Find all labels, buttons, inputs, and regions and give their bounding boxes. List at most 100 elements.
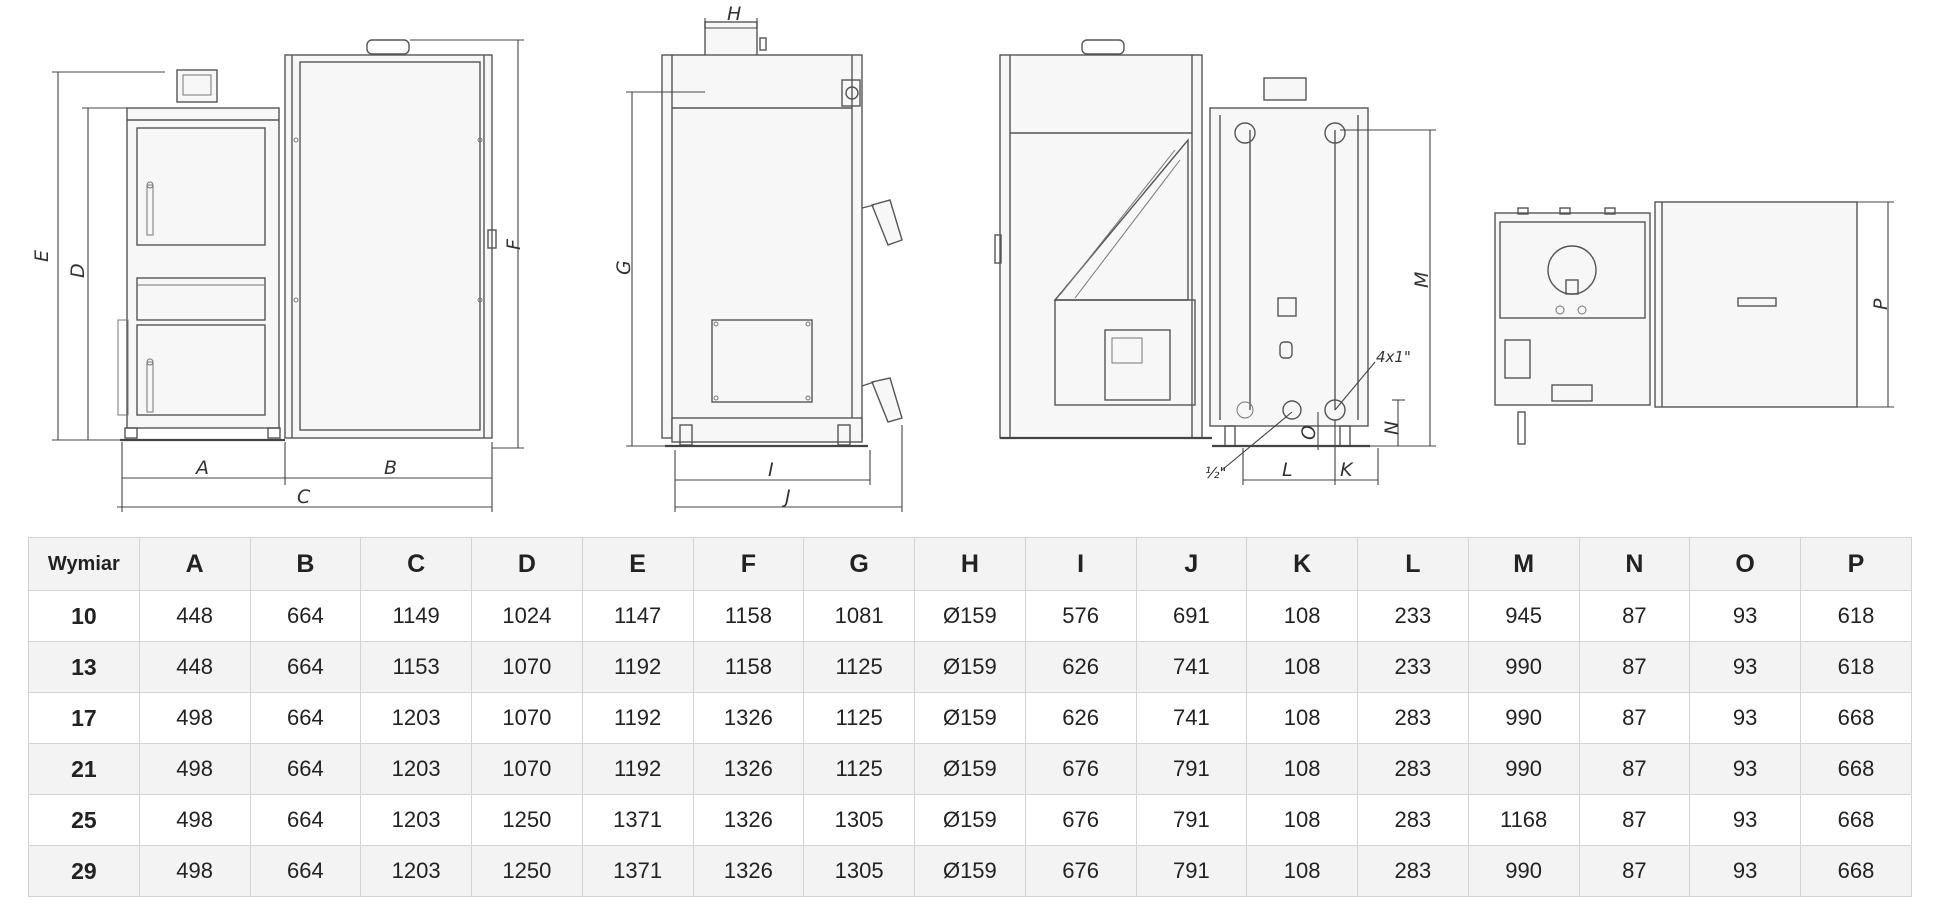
header-col-l: L: [1357, 537, 1469, 591]
row-size-cell: 29: [28, 845, 140, 897]
table-cell: 87: [1578, 692, 1691, 744]
table-cell: 108: [1246, 845, 1358, 897]
dim-label-N: N: [1381, 421, 1403, 435]
table-cell: 1203: [360, 794, 472, 846]
table-cell: 676: [1024, 794, 1137, 846]
table-cell: 1070: [471, 743, 583, 795]
table-cell: Ø159: [914, 794, 1026, 846]
header-col-f: F: [692, 537, 805, 591]
table-cell: 990: [1467, 743, 1580, 795]
row-size-cell: 10: [28, 590, 140, 642]
dim-label-half-inch: ½": [1205, 464, 1226, 482]
table-cell: Ø159: [914, 641, 1026, 693]
header-col-g: G: [803, 537, 915, 591]
table-cell: 1326: [692, 743, 805, 795]
table-cell: 1158: [692, 641, 805, 693]
table-cell: 1305: [803, 845, 915, 897]
header-col-d: D: [471, 537, 583, 591]
table-cell: 1192: [581, 692, 694, 744]
table-cell: 108: [1246, 794, 1358, 846]
table-cell: 93: [1689, 743, 1801, 795]
table-cell: 741: [1135, 692, 1248, 744]
table-cell: 1203: [360, 845, 472, 897]
table-cell: 498: [138, 692, 251, 744]
table-cell: 1192: [581, 743, 694, 795]
table-cell: 283: [1357, 743, 1469, 795]
header-wymiar: Wymiar: [28, 537, 140, 591]
front-view: E D F A B C: [31, 39, 525, 512]
table-cell: 576: [1024, 590, 1137, 642]
dim-label-I: I: [768, 459, 774, 481]
table-cell: 1081: [803, 590, 915, 642]
table-cell: 990: [1467, 845, 1580, 897]
table-cell: Ø159: [914, 692, 1026, 744]
table-cell: Ø159: [914, 743, 1026, 795]
boiler-dimension-drawing: E D F A B C: [31, 3, 1894, 512]
table-cell: 990: [1467, 641, 1580, 693]
table-cell: 108: [1246, 743, 1358, 795]
header-col-p: P: [1800, 537, 1912, 591]
table-cell: 1371: [581, 794, 694, 846]
table-cell: 945: [1467, 590, 1580, 642]
table-cell: 93: [1689, 845, 1801, 897]
table-cell: 93: [1689, 692, 1801, 744]
table-cell: 93: [1689, 794, 1801, 846]
table-cell: Ø159: [914, 590, 1026, 642]
table-cell: 87: [1578, 641, 1691, 693]
hopper-section: [999, 54, 1203, 439]
dim-label-F: F: [503, 238, 525, 250]
table-cell: 1250: [471, 794, 583, 846]
table-cell: 1070: [471, 641, 583, 693]
table-cell: 93: [1689, 641, 1801, 693]
table-cell: 1153: [360, 641, 472, 693]
table-cell: 1125: [803, 641, 915, 693]
table-cell: 1158: [692, 590, 805, 642]
table-cell: 498: [138, 845, 251, 897]
header-col-k: K: [1246, 537, 1358, 591]
dim-label-E: E: [31, 250, 53, 262]
dim-label-A: A: [194, 457, 209, 479]
table-cell: 664: [249, 590, 362, 642]
header-col-c: C: [360, 537, 472, 591]
table-cell: 676: [1024, 743, 1137, 795]
table-cell: 1070: [471, 692, 583, 744]
table-cell: 668: [1800, 743, 1912, 795]
row-size-cell: 17: [28, 692, 140, 744]
connector-top-right: [1324, 122, 1346, 144]
table-cell: 1326: [692, 794, 805, 846]
table-cell: 1371: [581, 845, 694, 897]
table-cell: 664: [249, 692, 362, 744]
table-cell: 791: [1135, 743, 1248, 795]
table-cell: 108: [1246, 692, 1358, 744]
table-cell: 990: [1467, 692, 1580, 744]
table-cell: 87: [1578, 743, 1691, 795]
table-cell: 1203: [360, 692, 472, 744]
row-size-cell: 21: [28, 743, 140, 795]
table-cell: 668: [1800, 794, 1912, 846]
top-hopper: [1654, 201, 1858, 408]
table-cell: 668: [1800, 845, 1912, 897]
table-cell: 1147: [581, 590, 694, 642]
dim-label-P: P: [1870, 298, 1892, 310]
upper-door: [136, 127, 266, 246]
header-col-b: B: [249, 537, 362, 591]
feeder-motor: [1104, 329, 1171, 401]
table-cell: 93: [1689, 590, 1801, 642]
table-cell: 691: [1135, 590, 1248, 642]
dim-label-C: C: [297, 486, 311, 508]
table-cell: 1326: [692, 845, 805, 897]
table-cell: 233: [1357, 641, 1469, 693]
table-cell: 1305: [803, 794, 915, 846]
table-cell: 618: [1800, 641, 1912, 693]
header-col-j: J: [1135, 537, 1248, 591]
header-col-e: E: [581, 537, 694, 591]
table-cell: 1250: [471, 845, 583, 897]
dim-label-4x1: 4x1": [1376, 348, 1411, 366]
dim-label-H: H: [727, 3, 741, 25]
table-cell: 1125: [803, 692, 915, 744]
